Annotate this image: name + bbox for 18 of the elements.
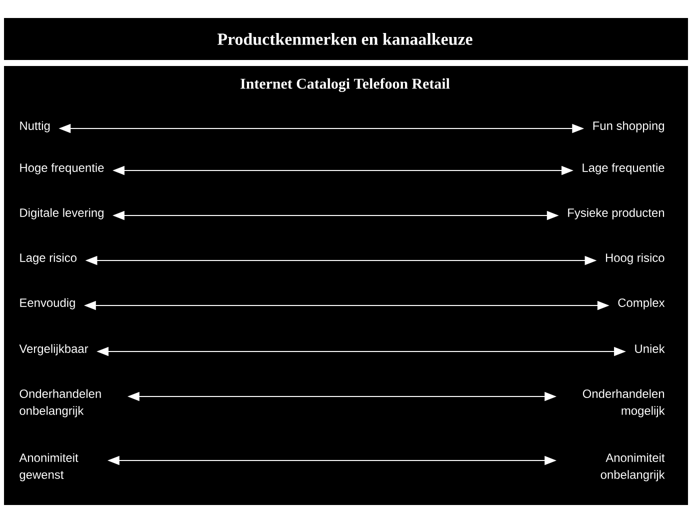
- row-label: Onderhandelen mogelijk: [582, 389, 665, 418]
- row-label: Nuttig: [20, 121, 50, 132]
- column-heading: Internet Catalogi Telefoon Retail: [240, 78, 450, 92]
- row-label: Hoge frequentie: [20, 163, 104, 174]
- title-band: Productkenmerken en kanaalkeuze: [4, 18, 688, 60]
- row-label: Uniek: [635, 344, 665, 353]
- row-label: Complex: [618, 298, 665, 310]
- row-label: Fun shopping: [593, 121, 664, 132]
- row-label: Hoog risico: [606, 253, 664, 264]
- row-label: Lage frequentie: [582, 163, 664, 174]
- row-label: Fysieke producten: [568, 208, 664, 220]
- row-label: Onderhandelen onbelangrijk: [20, 389, 101, 418]
- row-label: Eenvoudig: [20, 298, 75, 310]
- row-label: Anonimiteit gewenst: [19, 453, 78, 482]
- row-label: Anonimiteit onbelangrijk: [600, 453, 665, 482]
- row-label: Vergelijkbaar: [19, 344, 88, 356]
- row-label: Lage risico: [20, 253, 76, 264]
- row-label: Digitale levering: [20, 208, 104, 220]
